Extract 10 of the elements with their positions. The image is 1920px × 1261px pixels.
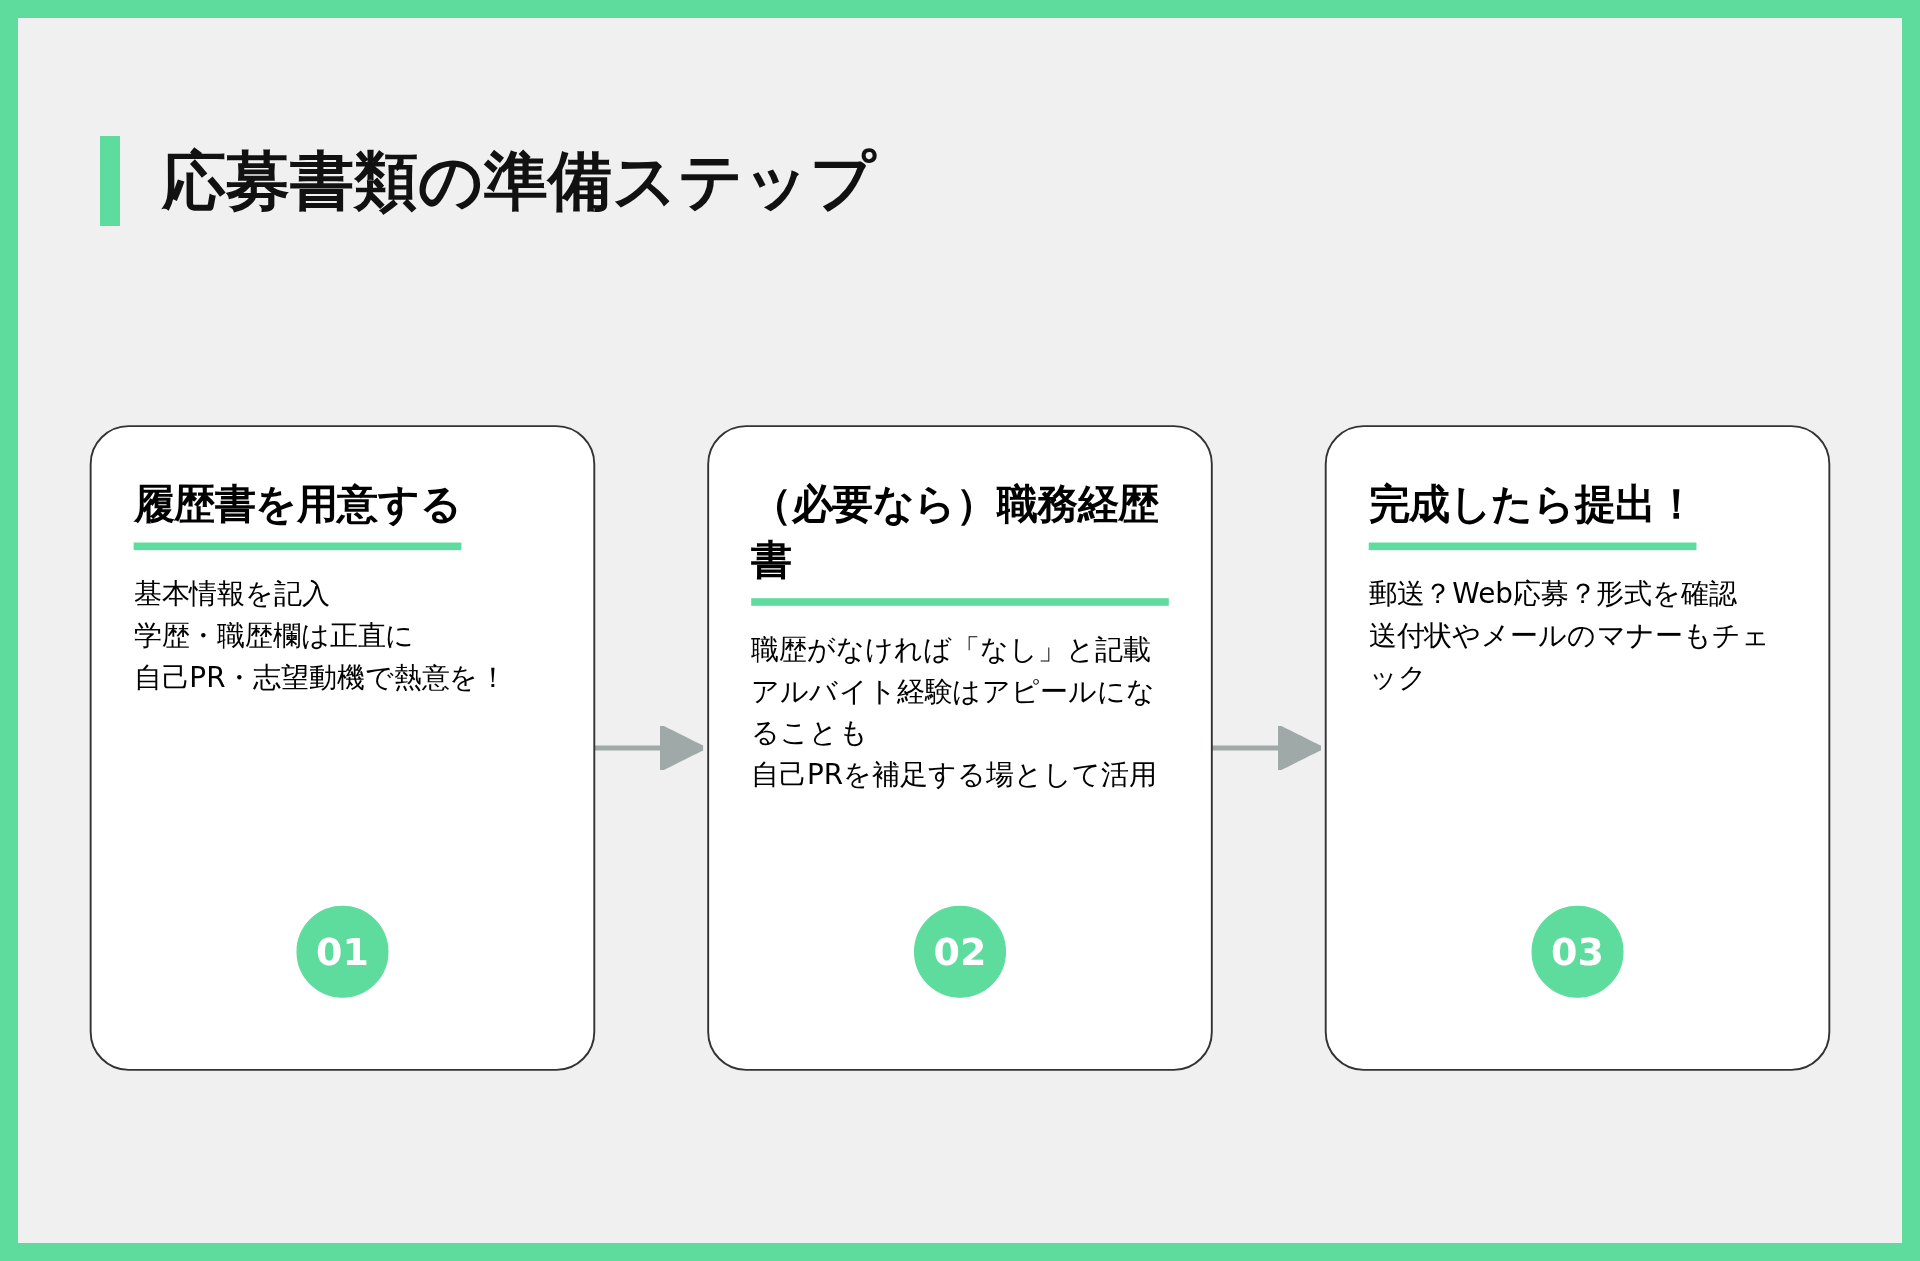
node-circle [1531,905,1624,998]
cluster [1324,425,1831,1071]
arrow [1211,724,1323,772]
cluster [89,425,596,1071]
node-circle [913,905,1007,998]
node-circle [296,905,389,998]
cluster [707,425,1213,1071]
arrow [594,724,706,772]
page-frame: 応募書類の準備ステップ 完成したら提出！ 郵送？Web応募？形式を確認 送付状やメールのマナーもチェック 03 （必要なら）職務経歴書 職歴がなければ「なし」と記載 アルバイト経験はアピールになることも 自己PRを補足する場として活用 02 履歴書を用意する 基本情報を記入 学歴・職歴欄は正直に 自己PR・志望動機で熱意を！ 01 [18,18,1902,1243]
diagram-title: 応募書類の準備ステップ [100,136,876,226]
